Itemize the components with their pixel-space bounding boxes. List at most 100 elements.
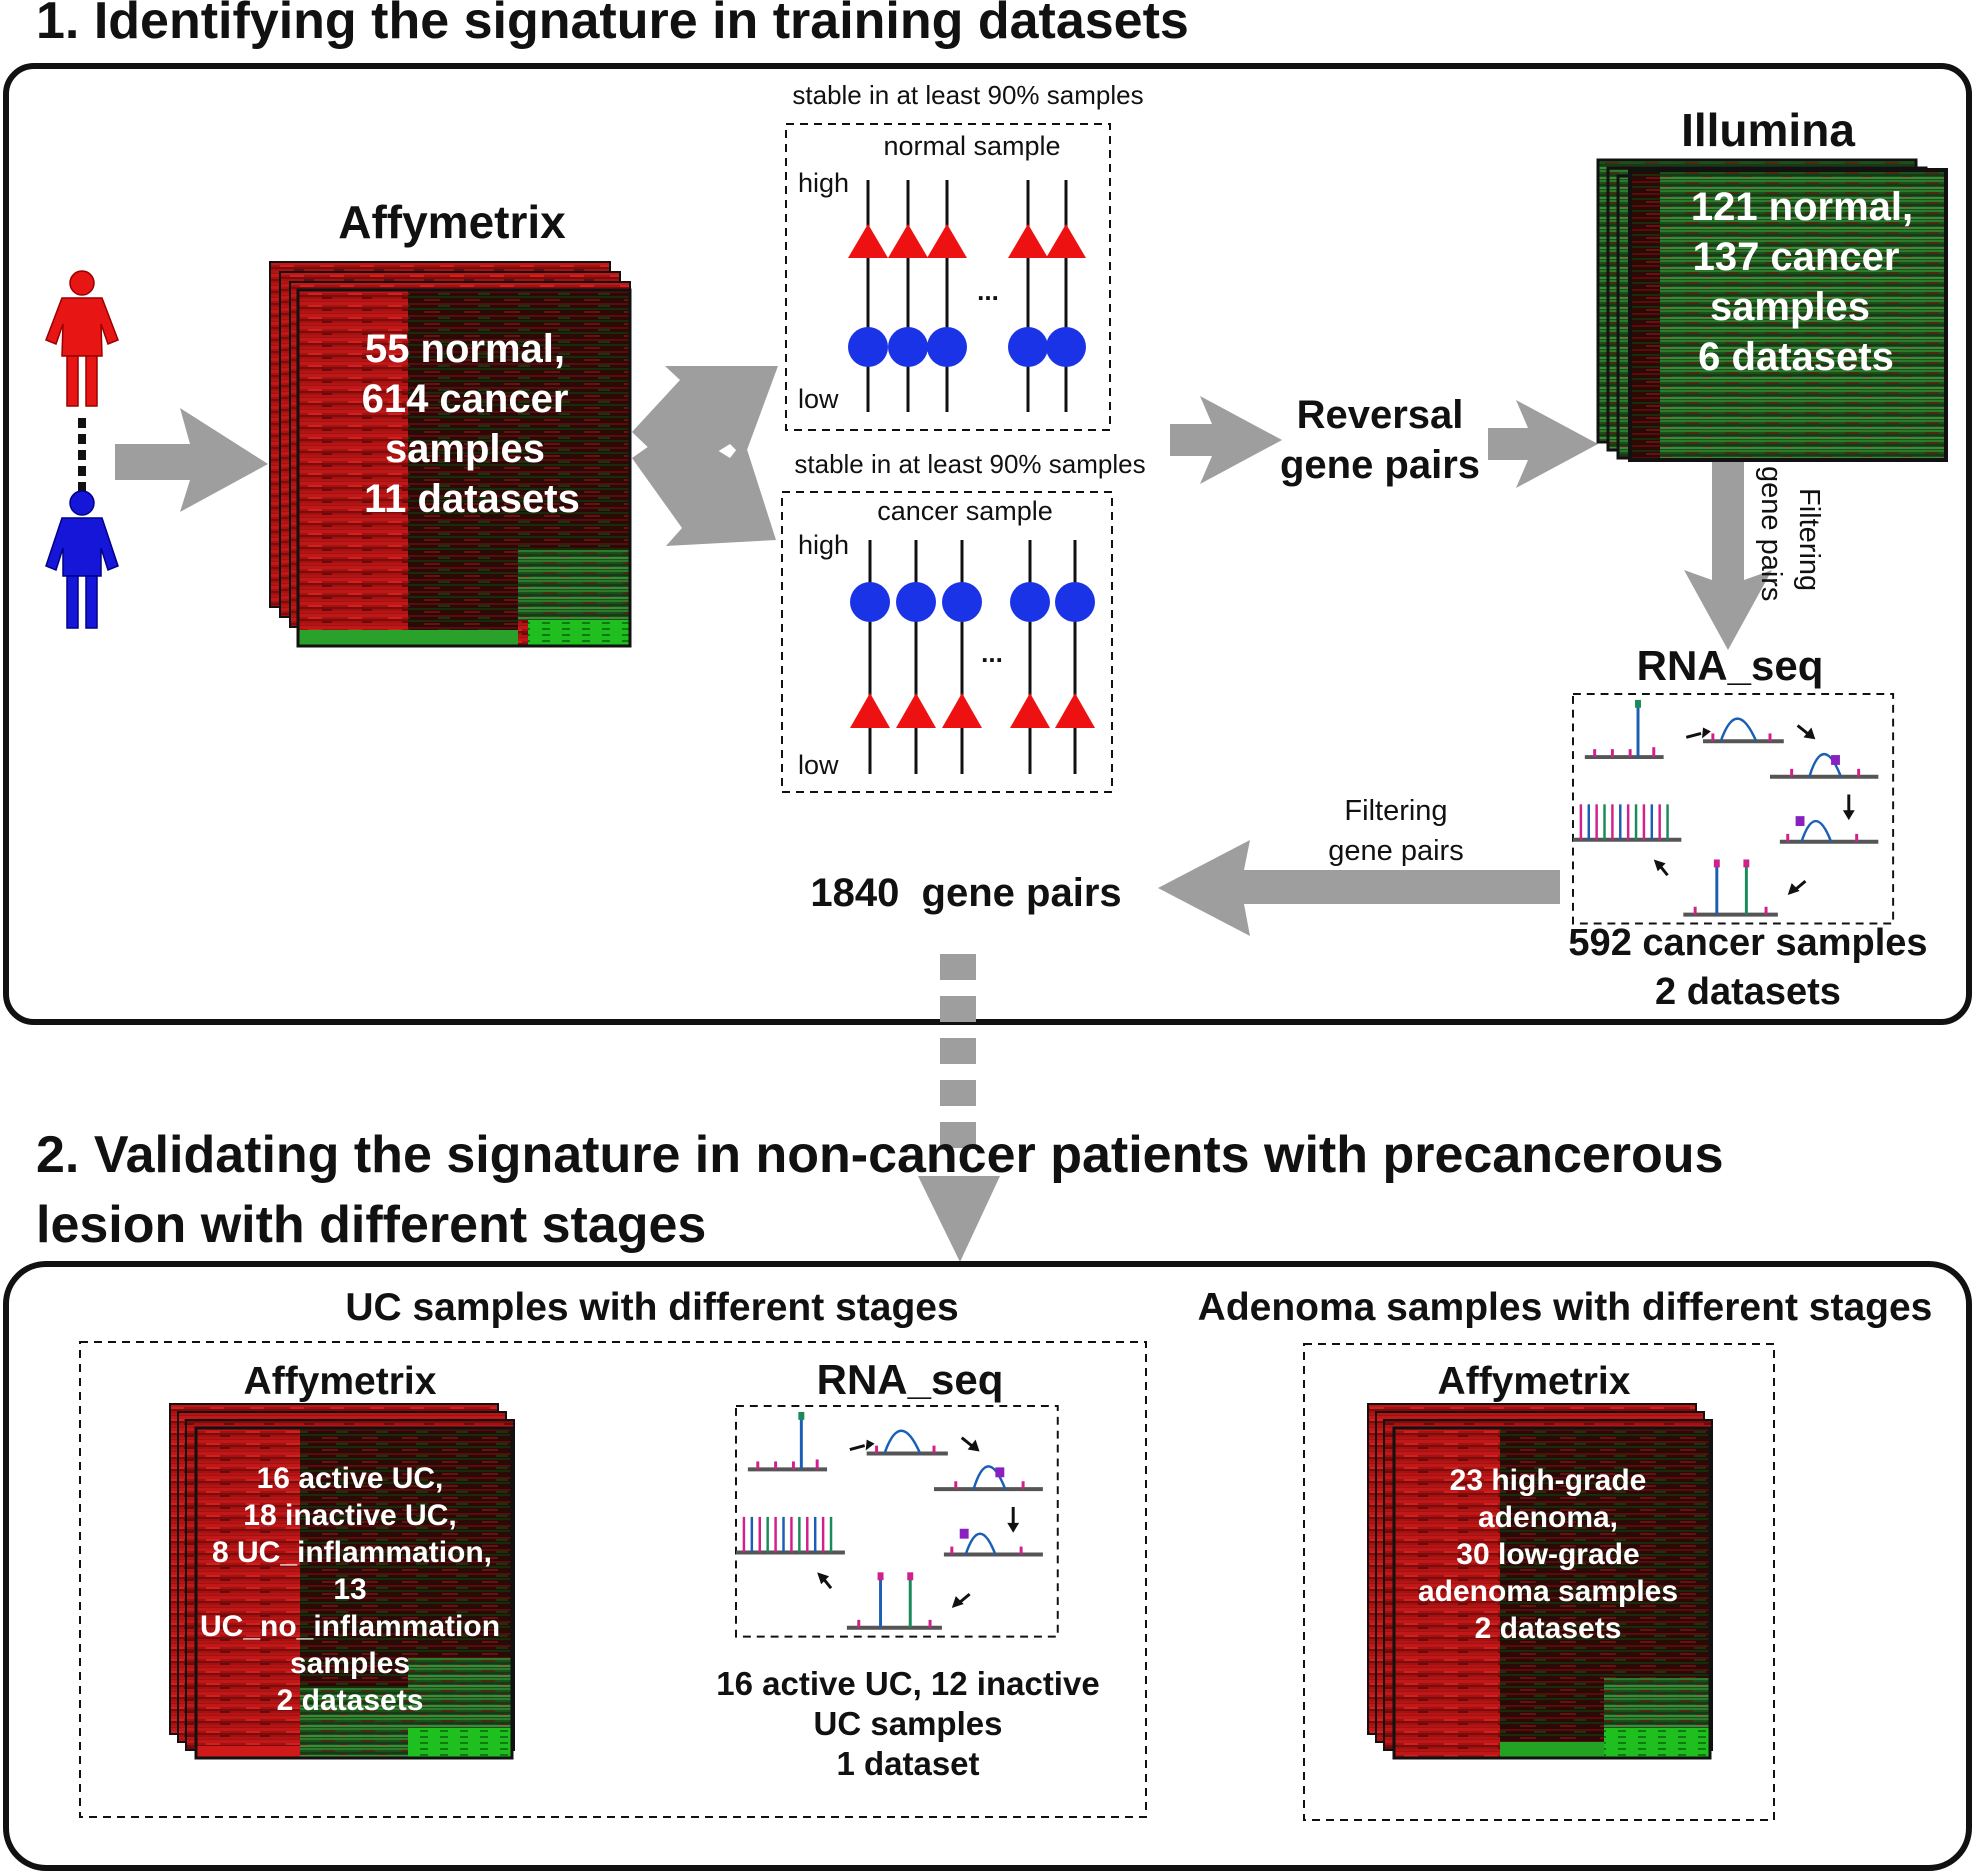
cancer-low-triangles [850,693,1095,728]
uc-affymetrix-heatmap-stack [169,1403,515,1760]
adenoma-line-2: adenoma, [1478,1501,1618,1534]
triangle-icon [1008,224,1048,258]
affymetrix-counts: 55 normal, 614 cancer samples 11 dataset… [362,327,580,521]
triangle-icon [850,693,890,728]
uc-dashed-box [79,1341,1147,1818]
triangle-icon [896,693,936,728]
normal-box-caption: stable in at least 90% samples [792,80,1143,110]
cancer-ellipsis: ... [981,638,1003,668]
cancer-high-label: high [798,530,849,560]
normal-low-circles [848,327,1086,367]
uc-affy-line-1: 16 active UC, [257,1462,444,1495]
affymetrix-line-2: 614 cancer [362,377,569,421]
triangle-icon [1010,693,1050,728]
uc-rnaseq-label: RNA_seq [817,1356,1004,1403]
section2-title-line-2: lesion with different stages [36,1196,706,1254]
reversal-line-2: gene pairs [1280,443,1480,487]
circle-icon [896,582,936,622]
illumina-line-2: 137 cancer [1693,235,1900,279]
circle-icon [1008,327,1048,367]
cancer-low-label: low [798,750,839,780]
circle-icon [1055,582,1095,622]
circle-icon [1010,582,1050,622]
uc-rnaseq-line-3: 1 dataset [836,1745,979,1782]
cancer-gene-lines [868,540,1077,774]
uc-rnaseq-diagram [735,1405,1059,1638]
triangle-icon [942,693,982,728]
normal-gene-lines [866,180,1068,412]
uc-rnaseq-line-1: 16 active UC, 12 inactive [716,1665,1099,1702]
filtering-horizontal-line-1: Filtering [1344,795,1447,827]
rnaseq-box [735,1405,1059,1638]
ellipsis-dots [78,418,86,492]
section1-title: 1. Identifying the signature in training… [36,0,1189,50]
heatmap-layer-front [296,288,632,648]
uc-affy-line-2: 18 inactive UC, [243,1499,456,1532]
normal-low-label: low [798,384,839,414]
adenoma-line-5: 2 datasets [1475,1612,1622,1645]
adenoma-line-4: adenoma samples [1418,1575,1678,1608]
arrow-to-rnaseq [1684,462,1772,650]
affymetrix-line-4: 11 datasets [364,477,580,521]
illumina-line-4: 6 datasets [1698,335,1894,379]
illumina-heatmap-stack [1596,158,1948,462]
cancer-high-circles [850,582,1095,622]
adenoma-line-1: 23 high-grade [1450,1464,1647,1497]
adenoma-counts: 23 high-grade adenoma, 30 low-grade aden… [1418,1464,1678,1645]
uc-affy-line-4: 13 [333,1573,366,1606]
triangle-icon [888,224,928,258]
normal-high-triangles [848,224,1086,258]
normal-box-title: normal sample [883,131,1060,161]
uc-affy-line-7: 2 datasets [277,1684,424,1717]
illumina-line-3: samples [1710,285,1870,329]
male-person-icon [45,490,119,629]
arrow-to-illumina [1488,400,1598,488]
uc-affy-line-3: 8 UC_inflammation, [212,1536,492,1569]
arrow-to-affymetrix [115,408,268,512]
triangle-icon [1055,693,1095,728]
dashed-connector-arrow [918,954,1000,1262]
circle-icon [927,327,967,367]
normal-sample-box [785,123,1111,431]
circle-icon [848,327,888,367]
illumina-line-1: 121 normal, [1691,185,1913,229]
affymetrix-label: Affymetrix [338,196,566,248]
circle-icon [850,582,890,622]
section2-title-line-1: 2. Validating the signature in non-cance… [36,1126,1724,1184]
heatmap-red-strip [1630,170,1660,460]
heatmap-layer-front [194,1426,514,1760]
rnaseq-diagram [1572,693,1895,925]
adenoma-dashed-box [1303,1343,1775,1821]
rnaseq-line-2: 2 datasets [1655,971,1841,1013]
uc-header: UC samples with different stages [345,1286,958,1329]
section1-frame [3,63,1972,1025]
rnaseq-label: RNA_seq [1637,642,1824,689]
female-person-icon [45,270,119,407]
uc-affy-line-5: UC_no_inflammation [200,1610,500,1643]
filtering-vertical-line-1: Filtering [1793,488,1825,591]
filtering-vertical-line-2: gene pairs [1755,466,1787,601]
uc-affymetrix-label: Affymetrix [244,1360,437,1403]
rnaseq-box [1572,693,1895,925]
illumina-counts: 121 normal, 137 cancer samples 6 dataset… [1691,185,1913,379]
heatmap-layer-front [1392,1426,1712,1760]
gene-pairs-count: 1840 gene pairs [810,871,1121,915]
normal-high-label: high [798,168,849,198]
cancer-sample-box [781,491,1113,793]
affymetrix-line-3: samples [385,427,545,471]
section2-frame [3,1261,1972,1871]
cancer-box-title: cancer sample [877,496,1053,526]
normal-ellipsis: ... [977,276,999,306]
uc-affy-line-6: samples [290,1647,410,1680]
rnaseq-line-1: 592 cancer samples [1568,922,1927,964]
arrow-to-cancer-box [632,426,776,546]
adenoma-heatmap-stack [1367,1403,1713,1760]
adenoma-line-3: 30 low-grade [1456,1538,1639,1571]
illumina-label: Illumina [1681,104,1855,156]
adenoma-affymetrix-label: Affymetrix [1438,1360,1631,1403]
triangle-icon [1046,224,1086,258]
triangle-icon [927,224,967,258]
uc-affymetrix-counts: 16 active UC, 18 inactive UC, 8 UC_infla… [200,1462,500,1717]
arrow-to-gene-pairs [1158,840,1560,936]
